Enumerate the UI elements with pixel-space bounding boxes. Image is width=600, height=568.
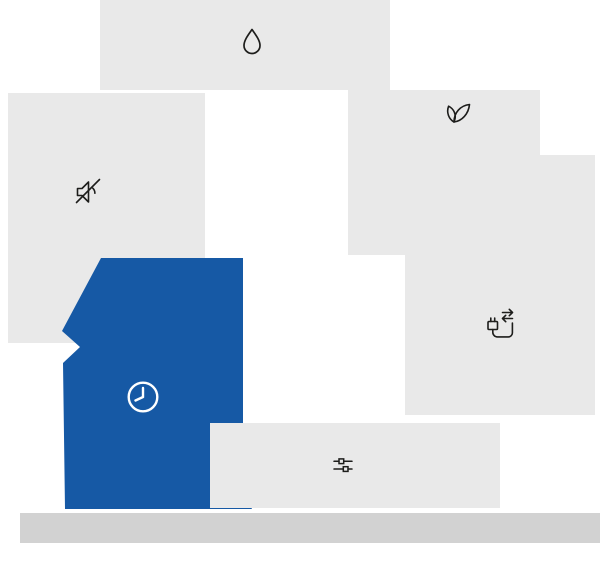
timer-tile-shape	[62, 258, 252, 509]
bottom-bar	[20, 513, 600, 543]
tile-water[interactable]	[100, 0, 390, 90]
water-drop-icon	[236, 26, 268, 60]
tile-timer[interactable]	[55, 250, 260, 515]
speaker-muted-icon	[70, 174, 106, 210]
plug-swap-icon	[481, 306, 517, 342]
tile-power[interactable]	[405, 155, 595, 415]
leaf-icon	[440, 96, 474, 130]
tile-settings[interactable]	[210, 423, 500, 508]
clock-icon	[127, 381, 159, 413]
sliders-icon	[329, 451, 357, 479]
